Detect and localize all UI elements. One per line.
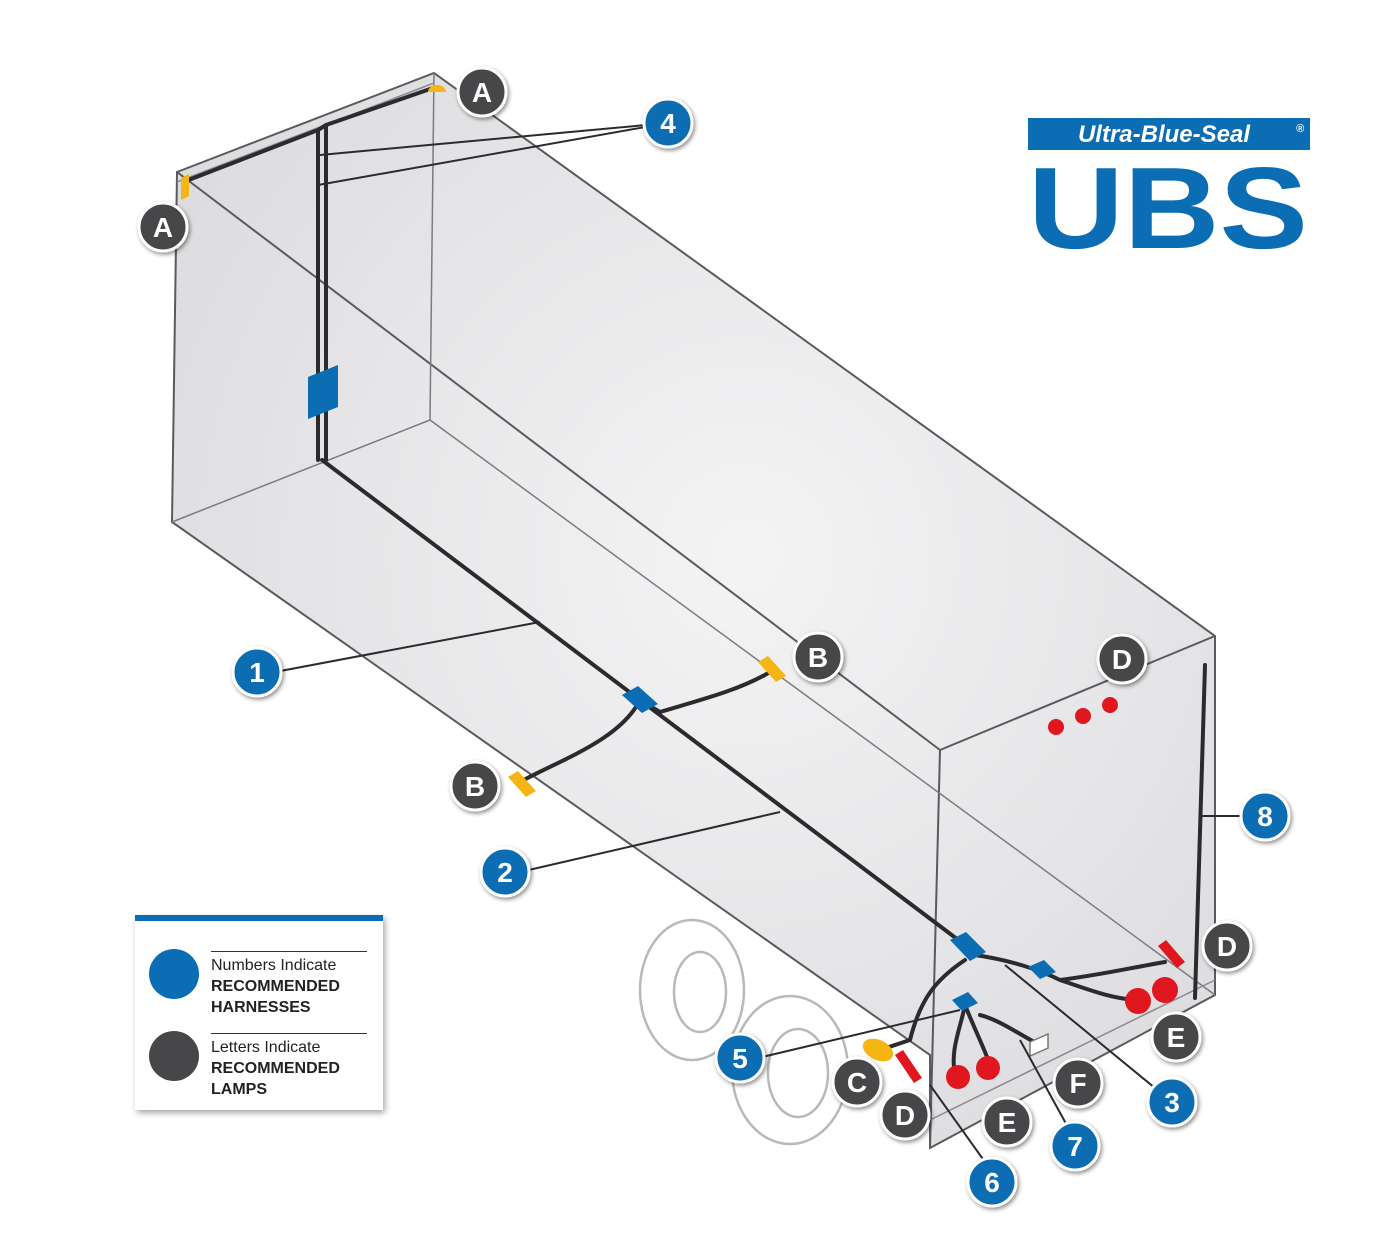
connector-rear-right [1028,960,1056,979]
lamp-e-right-1 [1125,988,1151,1014]
lamp-e-right-2 [1152,977,1178,1003]
harness-callout: 6 [966,1156,1018,1208]
harness-callout: 1 [231,646,283,698]
harness-callout-label: 8 [1257,801,1273,832]
connector-main [308,365,338,419]
legend-letters-text: Letters Indicate RECOMMENDED LAMPS [211,1037,381,1100]
lamps [181,85,1185,1089]
harness-callout-label: 3 [1164,1087,1180,1118]
connector-mid [622,686,658,713]
logo-acronym: UBS [1028,143,1308,273]
lamp-callout: E [1150,1011,1202,1063]
lamp-callout: D [879,1089,931,1141]
wheel-rear-inner [766,1027,830,1119]
connector-rear-main [950,932,986,961]
harness-callout-label: 1 [249,657,265,688]
connector-rear-lower [952,992,978,1011]
lamp-callout: A [456,66,508,118]
legend-letters-row: Letters Indicate RECOMMENDED LAMPS [147,1025,377,1105]
harness-callout-label: 2 [497,857,513,888]
lamp-callout-label: E [998,1107,1017,1138]
lamp-callout-label: C [847,1067,867,1098]
lamp-callout-label: D [895,1100,915,1131]
lamp-b-lower [508,771,536,797]
lamp-e-left-2 [976,1056,1000,1080]
harness-callout: 3 [1146,1076,1198,1128]
lamp-callout: B [792,631,844,683]
harness-callout: 8 [1239,790,1291,842]
legend-letters-line3: LAMPS [211,1081,267,1098]
harness-2-wire [518,670,772,784]
legend-lamp-dot [149,1031,199,1081]
lamp-callout: D [1201,920,1253,972]
harness-callout-label: 7 [1067,1131,1083,1162]
lamp-callout-label: B [465,771,485,802]
lamp-callout-label: A [153,212,173,243]
harness-callout: 5 [714,1032,766,1084]
lamp-callout-label: D [1217,931,1237,962]
lamp-b-upper [758,656,786,682]
legend-harness-dot [149,949,199,999]
lamp-callout: A [137,201,189,253]
lamp-callout-label: D [1112,644,1132,675]
lamp-d-lower-left [895,1050,922,1083]
lamp-d-cluster-2 [1075,708,1091,724]
legend: Numbers Indicate RECOMMENDED HARNESSES L… [135,915,383,1110]
lamp-e-left-1 [946,1065,970,1089]
harness-callout: 2 [479,846,531,898]
lamp-a-front [181,174,189,200]
harness-callout-label: 6 [984,1167,1000,1198]
harness-callout: 4 [642,97,694,149]
legend-divider [211,1033,367,1034]
lamp-callout-label: E [1167,1022,1186,1053]
harness-8-wire [1193,663,1207,1000]
wheel-front-inner [672,950,728,1034]
legend-numbers-line1: Numbers Indicate [211,957,337,974]
legend-numbers-row: Numbers Indicate RECOMMENDED HARNESSES [147,943,377,1023]
lamp-a-top [428,85,446,92]
lamp-callout: B [449,760,501,812]
legend-numbers-line3: HARNESSES [211,999,311,1016]
lamp-callout: F [1052,1057,1104,1109]
lamp-callout: C [831,1056,883,1108]
lamp-callout: D [1096,633,1148,685]
harness-4-wire [184,86,435,462]
logo-brand-text: Ultra-Blue-Seal [1078,121,1251,148]
harness-callout: 7 [1049,1120,1101,1172]
lamp-d-right [1158,940,1185,968]
lamp-c [862,1038,894,1062]
lamp-callouts: A A B B C D D D [137,66,1253,1148]
lamp-d-cluster-1 [1048,719,1064,735]
harness-callout-label: 4 [660,108,676,139]
harness-connectors [308,365,1056,1011]
harness-5-wire [878,958,967,1052]
legend-numbers-line2: RECOMMENDED [211,978,340,995]
ubs-logo: Ultra-Blue-Seal ® UBS [1028,118,1310,273]
lamp-callout-label: A [472,77,492,108]
legend-numbers-text: Numbers Indicate RECOMMENDED HARNESSES [211,955,381,1018]
harness-callout-label: 5 [732,1043,748,1074]
lamp-f [1029,1032,1049,1058]
legend-letters-line2: RECOMMENDED [211,1060,340,1077]
harness-callouts: 4 1 2 8 5 3 7 6 [231,97,1291,1208]
legend-letters-line1: Letters Indicate [211,1039,321,1056]
lamp-callout: E [981,1096,1033,1148]
lamp-d-cluster-3 [1102,697,1118,713]
legend-divider [211,951,367,952]
wheels [638,918,850,1146]
logo-registered-mark: ® [1296,123,1305,135]
lamp-callout-label: F [1069,1068,1086,1099]
lamp-callout-label: B [808,642,828,673]
logo-banner [1028,118,1310,150]
